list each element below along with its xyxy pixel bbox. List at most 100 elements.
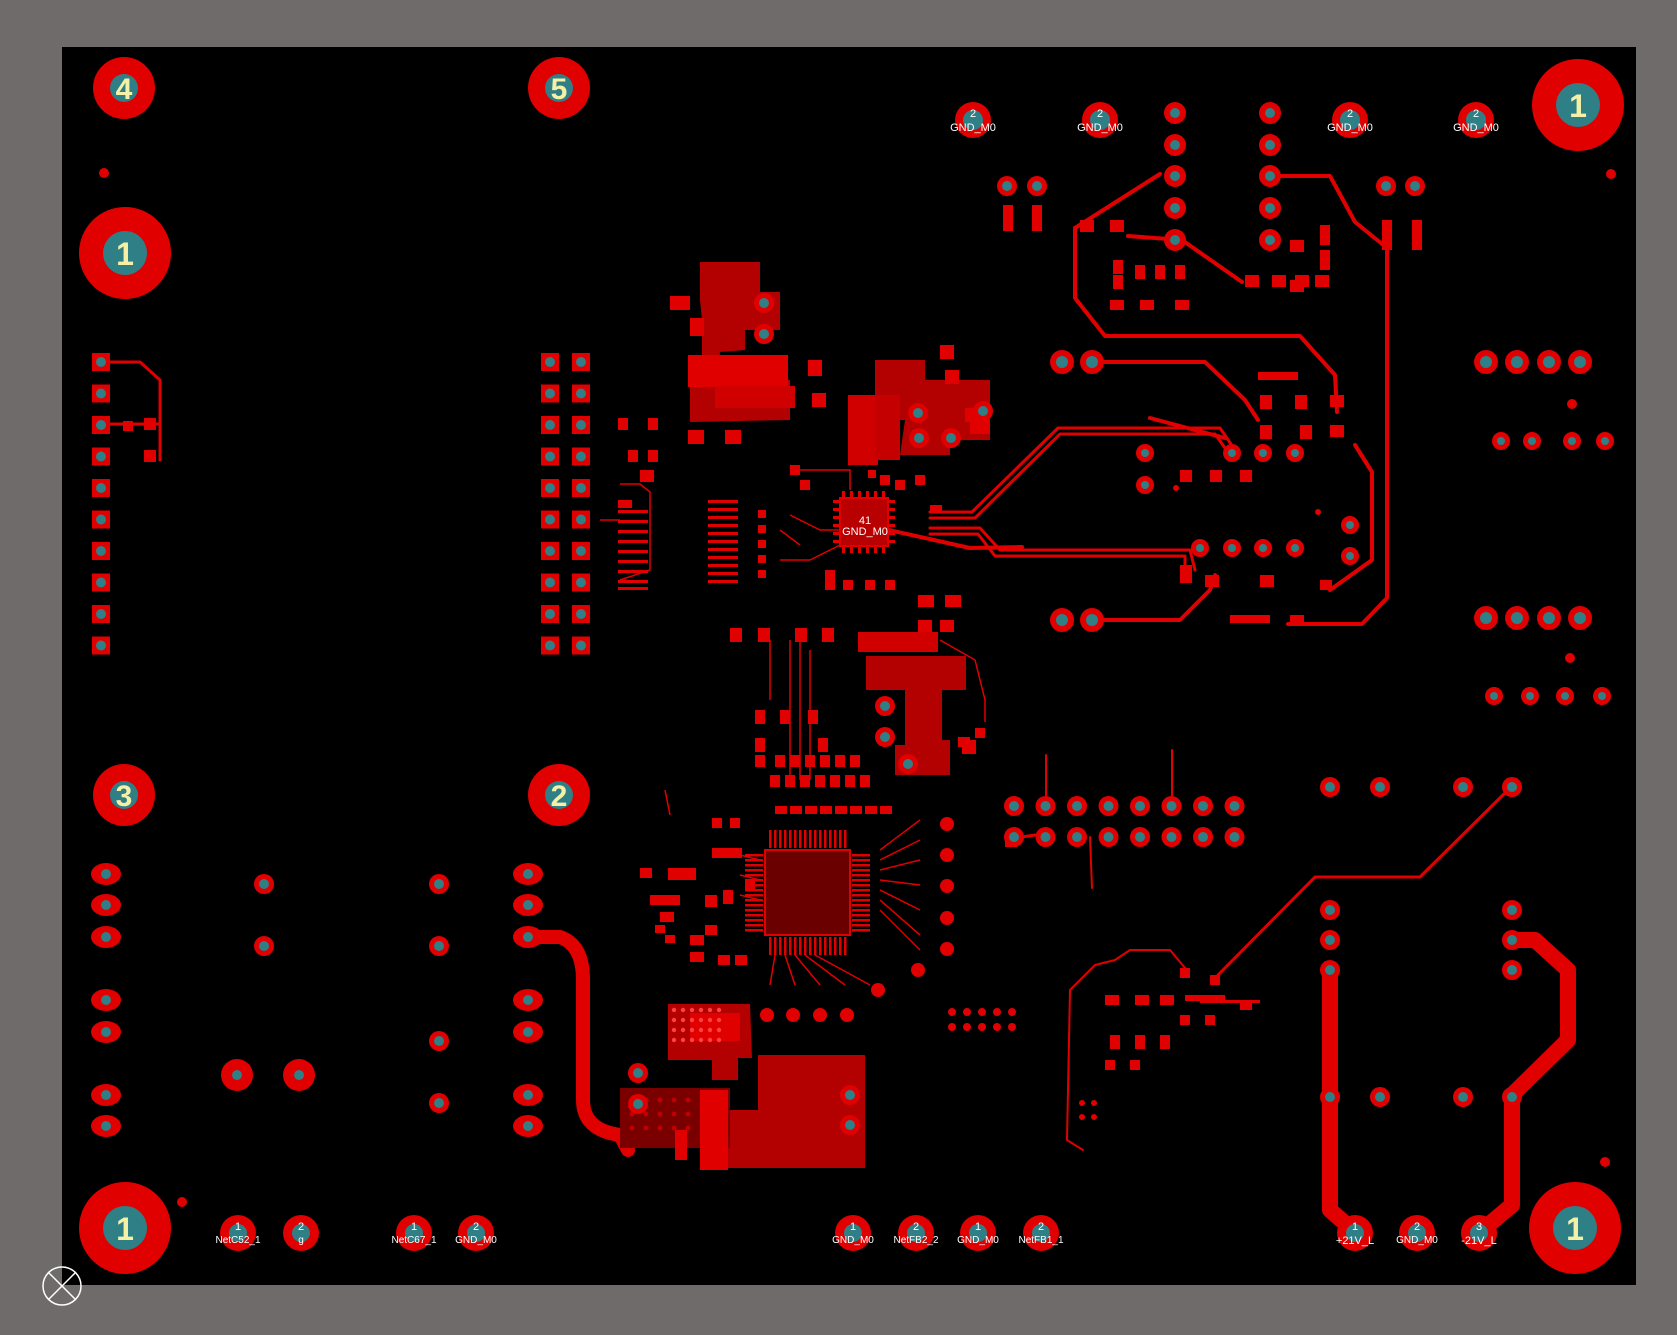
- smd-pad: [628, 450, 638, 462]
- smd-pad: [918, 595, 934, 607]
- round-pad: [1254, 539, 1272, 557]
- mounting-hole-label: 2: [551, 780, 568, 813]
- mounting-hole-1-left[interactable]: 1: [79, 207, 171, 299]
- via: [1600, 1157, 1610, 1167]
- mounting-hole-5[interactable]: 5: [528, 57, 590, 119]
- round-pad: [940, 911, 954, 925]
- smd-pad: [758, 525, 766, 533]
- header-pin: [541, 605, 559, 623]
- smd-pad: [1205, 1015, 1215, 1025]
- smd-pad: [648, 418, 658, 430]
- smd-pad: [1180, 968, 1190, 978]
- header-pin: [572, 573, 590, 592]
- pad-number: 1: [975, 1221, 981, 1233]
- round-pad: [1098, 796, 1119, 816]
- smd-pad: [1210, 975, 1220, 985]
- bottom-connector-pad[interactable]: 2 GND_M0: [1396, 1215, 1438, 1251]
- round-pad: [940, 942, 954, 956]
- header-pin: [92, 605, 110, 623]
- round-pad: [1161, 796, 1182, 816]
- round-pad: [1050, 350, 1074, 374]
- pad-net: +21V_L: [1336, 1235, 1374, 1247]
- oval-pad: [91, 1021, 121, 1043]
- smd-pad: [665, 935, 675, 943]
- smd-pad: [123, 421, 133, 431]
- smd-pad: [660, 912, 674, 922]
- smd-pad: [1240, 470, 1252, 482]
- pad-net: NetFB1_1: [1018, 1235, 1063, 1246]
- smd-pad: [758, 628, 770, 642]
- smd-pad: [1258, 372, 1298, 380]
- mounting-hole-3[interactable]: 3: [93, 764, 155, 826]
- pad-net: GND_M0: [950, 122, 996, 134]
- smd-pad: [818, 738, 828, 752]
- smd-pad: [618, 520, 648, 523]
- smd-pad: [1155, 265, 1165, 279]
- smd-pad: [945, 370, 959, 384]
- smd-pad: [755, 755, 765, 767]
- mounting-hole-1-bottom-left[interactable]: 1: [79, 1182, 171, 1274]
- header-pin: [541, 353, 559, 371]
- round-pad: [940, 848, 954, 862]
- smd-pad: [618, 570, 648, 573]
- smd-pad: [780, 710, 790, 724]
- header-pin: [541, 573, 559, 592]
- smd-pad: [1315, 275, 1329, 287]
- bottom-connector-pad[interactable]: 2 GND_M0: [455, 1215, 497, 1251]
- smd-pad: [885, 580, 895, 590]
- mounting-hole-1-bottom-right[interactable]: 1: [1529, 1182, 1621, 1274]
- pad-number: 3: [1476, 1221, 1482, 1233]
- mounting-hole-1-top-right[interactable]: 1: [1532, 59, 1624, 151]
- oval-pad: [513, 989, 543, 1011]
- smd-pad: [975, 728, 985, 738]
- via: [993, 1023, 1001, 1031]
- mounting-hole-4[interactable]: 4: [93, 57, 155, 119]
- top-connector-pad[interactable]: 2 GND_M0: [1077, 102, 1123, 138]
- round-pad: [1320, 777, 1340, 797]
- top-connector-pad[interactable]: 2 GND_M0: [1453, 102, 1499, 138]
- top-connector-pad[interactable]: 2 GND_M0: [1327, 102, 1373, 138]
- smd-pad: [618, 418, 628, 430]
- smd-pad: [723, 890, 733, 904]
- header-pin: [541, 479, 559, 497]
- round-pad: [1130, 827, 1150, 847]
- smd-pad: [775, 755, 785, 767]
- bottom-connector-pad[interactable]: 1 +21V_L: [1336, 1215, 1374, 1251]
- bottom-connector-pad[interactable]: 1 NetC67_1: [391, 1215, 437, 1251]
- smd-pad: [640, 868, 652, 878]
- oval-pad: [513, 1084, 543, 1106]
- via: [948, 1008, 956, 1016]
- round-pad: [973, 401, 993, 421]
- oval-pad: [513, 1021, 543, 1043]
- bottom-connector-pad[interactable]: 2 NetFB2_2: [893, 1215, 939, 1251]
- top-connector-pad[interactable]: 2 GND_M0: [950, 102, 996, 138]
- smd-pad: [1205, 575, 1219, 587]
- mounting-hole-2[interactable]: 2: [528, 764, 590, 826]
- smd-pad: [758, 510, 766, 518]
- round-pad: [1259, 102, 1281, 124]
- header-pin: [92, 384, 110, 403]
- round-pad: [840, 1085, 860, 1105]
- round-pad: [1485, 687, 1503, 705]
- round-pad: [1223, 539, 1241, 557]
- smd-pad: [680, 868, 696, 880]
- smd-pad: [618, 587, 648, 590]
- smd-pad: [808, 710, 818, 724]
- smd-pad: [1175, 265, 1185, 279]
- bottom-connector-pad[interactable]: 1 GND_M0: [832, 1215, 874, 1251]
- header-pin: [572, 416, 590, 434]
- header-pin: [92, 573, 110, 592]
- bottom-connector-pad[interactable]: 3 -21V_L: [1461, 1215, 1497, 1251]
- bottom-connector-pad[interactable]: 2 NetFB1_1: [1018, 1215, 1064, 1251]
- round-pad: [1193, 796, 1213, 816]
- smd-pad: [1105, 1060, 1115, 1070]
- round-pad: [1136, 476, 1154, 494]
- smd-pad: [850, 806, 862, 814]
- smd-pad: [825, 570, 835, 582]
- bottom-connector-pad[interactable]: 2 g: [283, 1215, 319, 1251]
- bottom-connector-pad[interactable]: 1 NetC52_1: [215, 1215, 261, 1251]
- smd-pad: [1135, 1035, 1145, 1049]
- smd-pad: [1180, 565, 1192, 583]
- bottom-connector-pad[interactable]: 1 GND_M0: [957, 1215, 999, 1251]
